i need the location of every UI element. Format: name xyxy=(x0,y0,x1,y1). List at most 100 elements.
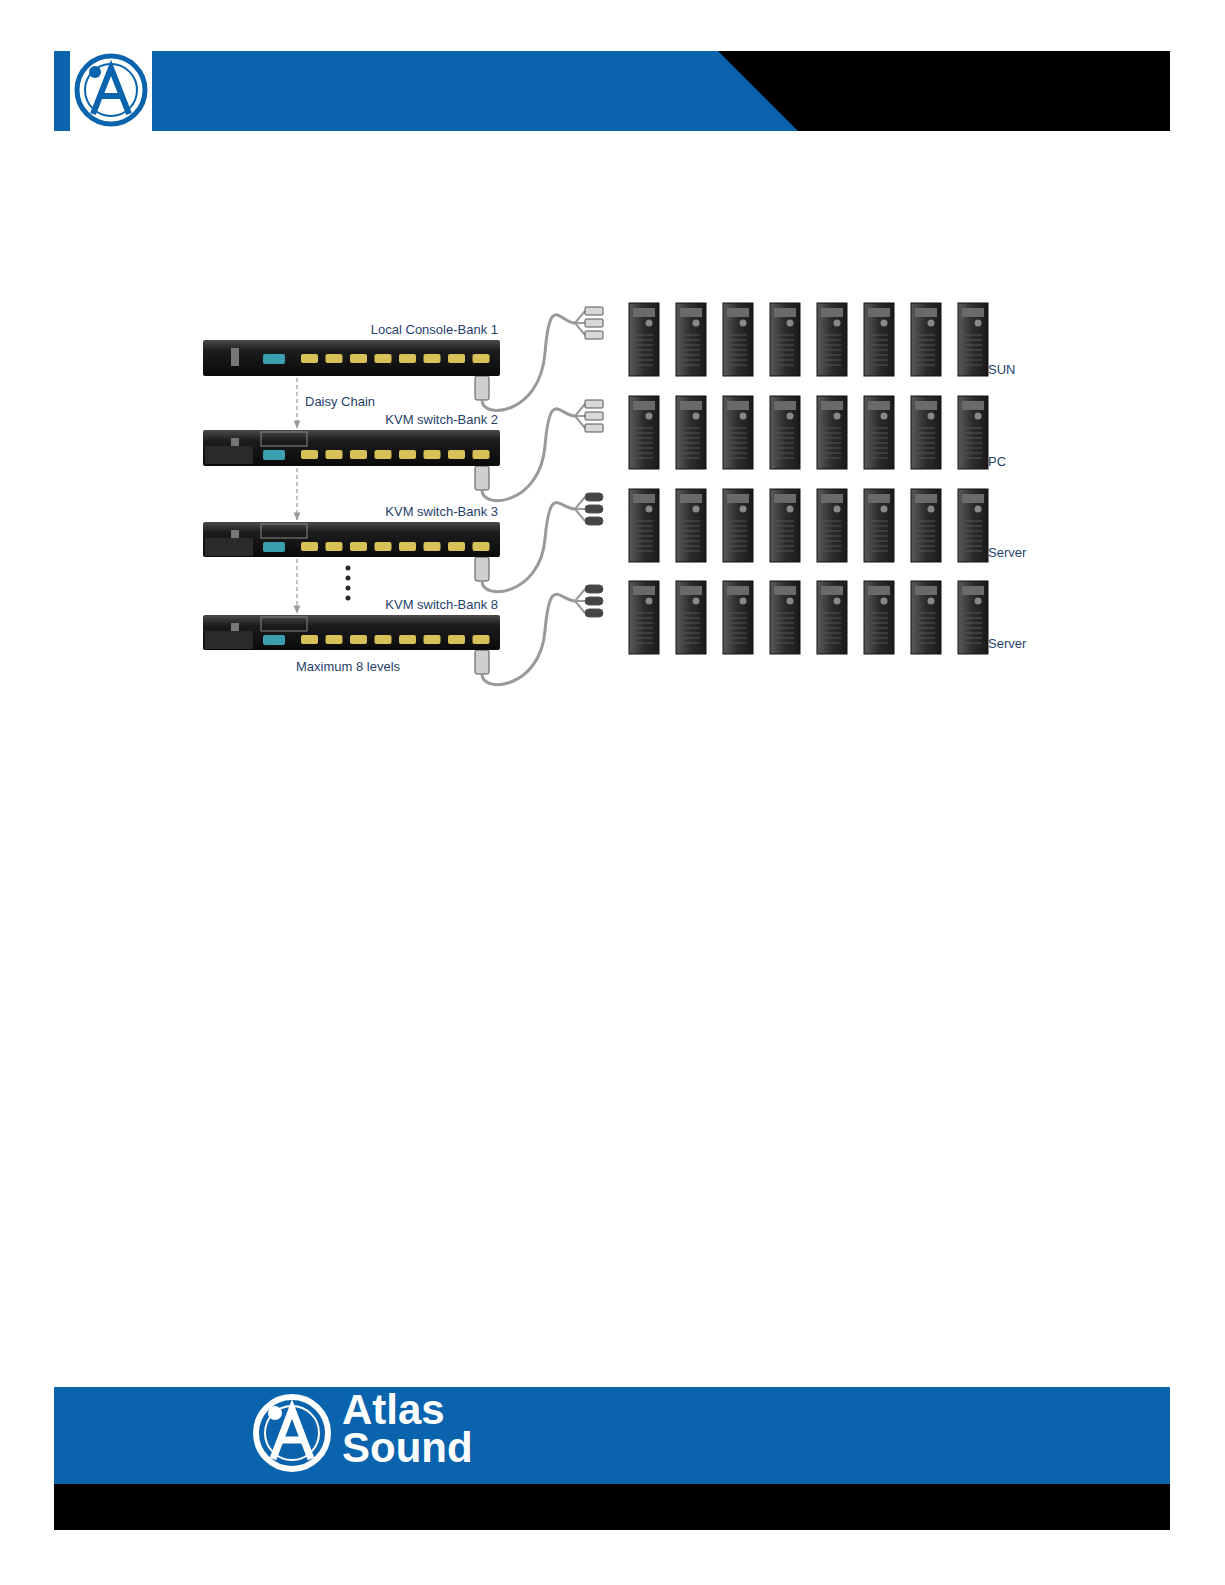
drive-bay xyxy=(680,401,702,410)
vent-line xyxy=(823,428,841,429)
tower-case xyxy=(676,303,706,376)
tower-case xyxy=(817,581,847,654)
pc-port xyxy=(473,450,490,459)
vent-line xyxy=(776,613,794,614)
drive-bay xyxy=(868,494,890,503)
vent-line xyxy=(776,350,794,351)
pc-port xyxy=(473,635,490,644)
power-button xyxy=(881,413,888,420)
vent-line xyxy=(635,448,653,449)
vent-line xyxy=(682,360,700,361)
vent-line xyxy=(964,628,982,629)
vent-line xyxy=(729,355,747,356)
vent-line xyxy=(635,443,653,444)
computer-tower xyxy=(864,303,894,376)
pc-port xyxy=(350,542,367,551)
cable-lead xyxy=(575,311,585,323)
vent-line xyxy=(964,458,982,459)
vent-line xyxy=(870,521,888,522)
vent-line xyxy=(870,433,888,434)
vent-line xyxy=(682,551,700,552)
dot xyxy=(346,576,351,581)
computer-tower xyxy=(723,303,753,376)
vent-line xyxy=(823,365,841,366)
vent-line xyxy=(823,433,841,434)
vent-line xyxy=(776,335,794,336)
vent-line xyxy=(729,638,747,639)
pc-port xyxy=(448,354,465,363)
drive-bay xyxy=(915,586,937,595)
vent-line xyxy=(870,350,888,351)
plug xyxy=(585,319,603,327)
computer-tower xyxy=(676,581,706,654)
computer-tower xyxy=(770,581,800,654)
vent-line xyxy=(729,541,747,542)
vent-line xyxy=(776,638,794,639)
tower-case xyxy=(817,489,847,562)
vent-line xyxy=(917,433,935,434)
vent-line xyxy=(917,628,935,629)
power-button xyxy=(787,598,794,605)
vent-line xyxy=(823,628,841,629)
vent-line xyxy=(729,613,747,614)
tower-case xyxy=(817,396,847,469)
computer-tower xyxy=(723,489,753,562)
pc-port xyxy=(375,542,392,551)
footer-black-bar xyxy=(54,1484,1170,1530)
switch-case xyxy=(203,522,500,557)
logo-dot xyxy=(89,66,101,78)
vent-line xyxy=(635,613,653,614)
vent-line xyxy=(964,546,982,547)
tower-case xyxy=(629,303,659,376)
dot xyxy=(346,596,351,601)
vent-line xyxy=(682,355,700,356)
power-button xyxy=(834,413,841,420)
vent-line xyxy=(870,633,888,634)
vent-line xyxy=(823,531,841,532)
tower-case xyxy=(770,303,800,376)
vent-line xyxy=(635,618,653,619)
vent-line xyxy=(964,453,982,454)
drive-bay xyxy=(633,586,655,595)
tower-case xyxy=(864,303,894,376)
vent-line xyxy=(823,438,841,439)
vent-line xyxy=(635,521,653,522)
vent-line xyxy=(776,526,794,527)
plug xyxy=(585,609,603,617)
plug xyxy=(585,517,603,525)
vent-line xyxy=(870,448,888,449)
logo-ring-inner xyxy=(85,64,137,116)
vent-line xyxy=(917,551,935,552)
computer-tower xyxy=(864,396,894,469)
power-button xyxy=(881,598,888,605)
vent-line xyxy=(635,433,653,434)
pc-port xyxy=(350,354,367,363)
vent-line xyxy=(964,541,982,542)
vent-line xyxy=(729,428,747,429)
drive-bay xyxy=(727,586,749,595)
switch-body xyxy=(203,430,500,466)
vent-line xyxy=(917,618,935,619)
vent-line xyxy=(682,438,700,439)
vent-line xyxy=(635,541,653,542)
vent-line xyxy=(964,360,982,361)
vent-line xyxy=(823,638,841,639)
computer-tower xyxy=(723,581,753,654)
vent-line xyxy=(682,365,700,366)
vent-line xyxy=(823,345,841,346)
edge-label: Daisy Chain xyxy=(305,394,375,409)
power-button xyxy=(646,320,653,327)
vent-line xyxy=(870,453,888,454)
vent-line xyxy=(729,345,747,346)
drive-bay xyxy=(868,401,890,410)
tower-case xyxy=(723,489,753,562)
vent-line xyxy=(823,551,841,552)
vent-line xyxy=(682,340,700,341)
vent-line xyxy=(917,350,935,351)
vent-line xyxy=(776,536,794,537)
drive-bay xyxy=(680,494,702,503)
vent-line xyxy=(964,536,982,537)
console-ports xyxy=(261,524,307,538)
